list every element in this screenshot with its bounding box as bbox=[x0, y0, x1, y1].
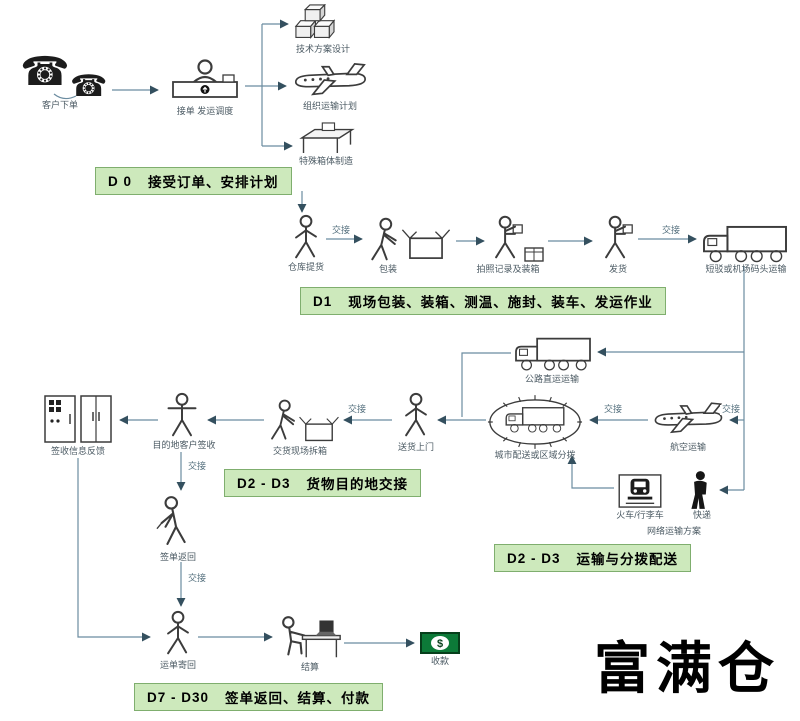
handover-label: 交接 bbox=[660, 225, 683, 236]
phone-cord-line bbox=[53, 93, 77, 100]
shuttle-transport-label: 短驳或机场码头运输 bbox=[705, 264, 787, 274]
phone-icon: ☎ bbox=[70, 70, 108, 103]
road-transport-label: 公路直运运输 bbox=[524, 374, 579, 384]
delivery-person-icon bbox=[398, 392, 434, 439]
pickup-person-icon bbox=[288, 214, 324, 261]
packing-label: 包装 bbox=[378, 264, 397, 274]
stage-d0: D 0 接受订单、安排计划 bbox=[95, 167, 292, 195]
train-icon bbox=[618, 474, 662, 508]
stage-d1-code: D1 bbox=[313, 293, 333, 309]
shipout-person-icon bbox=[598, 214, 634, 261]
stage-transport: D2 - D3 运输与分拨配送 bbox=[494, 544, 692, 572]
unboxing-box-icon bbox=[298, 414, 340, 442]
boxes-icon bbox=[292, 4, 350, 43]
stage-d1: D1 现场包装、装箱、测温、施封、装车、发运作业 bbox=[300, 287, 666, 315]
network-plan-label: 网络运输方案 bbox=[646, 526, 701, 536]
feedback-cabinets-icon bbox=[44, 394, 114, 444]
warehouse-pickup-label: 仓库提货 bbox=[287, 262, 324, 272]
site-unboxing-label: 交货现场拆箱 bbox=[272, 446, 327, 456]
customer-order-label: 客户下单 bbox=[41, 100, 78, 110]
signoff-person-icon bbox=[164, 392, 200, 439]
order-dispatch-label: 接单 发运调度 bbox=[176, 106, 234, 116]
handover-label: 交接 bbox=[602, 404, 625, 415]
phone-icon: ☎ bbox=[20, 50, 70, 94]
receipt-person-icon bbox=[156, 494, 198, 548]
stage-dest: D2 - D3 货物目的地交接 bbox=[224, 469, 422, 497]
open-box-icon bbox=[400, 226, 452, 260]
air-transport-label: 航空运输 bbox=[669, 442, 706, 452]
ship-out-label: 发货 bbox=[608, 264, 627, 274]
stage-d0-title: 接受订单、安排计划 bbox=[148, 175, 279, 190]
photo-boxing-label: 拍照记录及装箱 bbox=[476, 264, 540, 274]
special-container-label: 特殊箱体制造 bbox=[298, 156, 353, 166]
stage-d0-code: D 0 bbox=[108, 173, 133, 189]
stage-dest-code: D2 - D3 bbox=[237, 475, 291, 491]
express-label: 快递 bbox=[692, 510, 711, 520]
stage-transport-title: 运输与分拨配送 bbox=[576, 552, 679, 567]
signoff-feedback-label: 签收信息反馈 bbox=[50, 446, 105, 456]
packing-person-icon bbox=[366, 216, 402, 263]
receipt-return-label: 签单返回 bbox=[159, 552, 196, 562]
airplane-icon bbox=[290, 62, 370, 100]
rail-label: 火车/行李车 bbox=[616, 510, 664, 520]
courier-icon bbox=[686, 470, 713, 510]
home-delivery-label: 送货上门 bbox=[397, 442, 434, 452]
flow-arrow bbox=[77, 458, 151, 642]
payment-icon bbox=[420, 632, 460, 654]
handover-label: 交接 bbox=[720, 404, 743, 415]
handover-label: 交接 bbox=[330, 225, 353, 236]
payment-label: 收款 bbox=[430, 656, 449, 666]
stage-dest-title: 货物目的地交接 bbox=[306, 477, 409, 492]
carton-icon bbox=[524, 246, 544, 262]
brand-logo-text: 富满仓 bbox=[594, 639, 780, 701]
photo-person-icon bbox=[488, 214, 524, 261]
distribution-oval-icon bbox=[487, 394, 583, 450]
road-truck-icon bbox=[512, 336, 594, 373]
worktable-icon bbox=[296, 120, 358, 156]
stage-settle: D7 - D30 签单返回、结算、付款 bbox=[134, 683, 384, 711]
unboxing-person-icon bbox=[266, 398, 300, 442]
transport-plan-label: 组织运输计划 bbox=[302, 101, 357, 111]
settlement-desk-icon bbox=[276, 612, 344, 661]
city-distribution-label: 城市配送或区域分拨 bbox=[494, 450, 576, 460]
handover-label: 交接 bbox=[186, 573, 209, 584]
stage-d1-title: 现场包装、装箱、测温、施封、装车、发运作业 bbox=[348, 295, 653, 310]
settlement-label: 结算 bbox=[300, 662, 319, 672]
stage-settle-code: D7 - D30 bbox=[147, 689, 210, 705]
order-desk-icon bbox=[163, 58, 247, 106]
customer-signoff-label: 目的地客户签收 bbox=[152, 440, 216, 450]
waybill-person-icon bbox=[160, 610, 196, 657]
flow-arrow bbox=[567, 455, 614, 489]
handover-label: 交接 bbox=[346, 404, 369, 415]
waybill-return-label: 运单寄回 bbox=[159, 660, 196, 670]
stage-transport-code: D2 - D3 bbox=[507, 550, 561, 566]
shuttle-truck-icon bbox=[700, 224, 790, 265]
air-transport-icon bbox=[650, 401, 726, 438]
tech-design-label: 技术方案设计 bbox=[295, 44, 350, 54]
stage-settle-title: 签单返回、结算、付款 bbox=[225, 691, 371, 706]
handover-label: 交接 bbox=[186, 461, 209, 472]
road-junction-line bbox=[461, 352, 511, 417]
